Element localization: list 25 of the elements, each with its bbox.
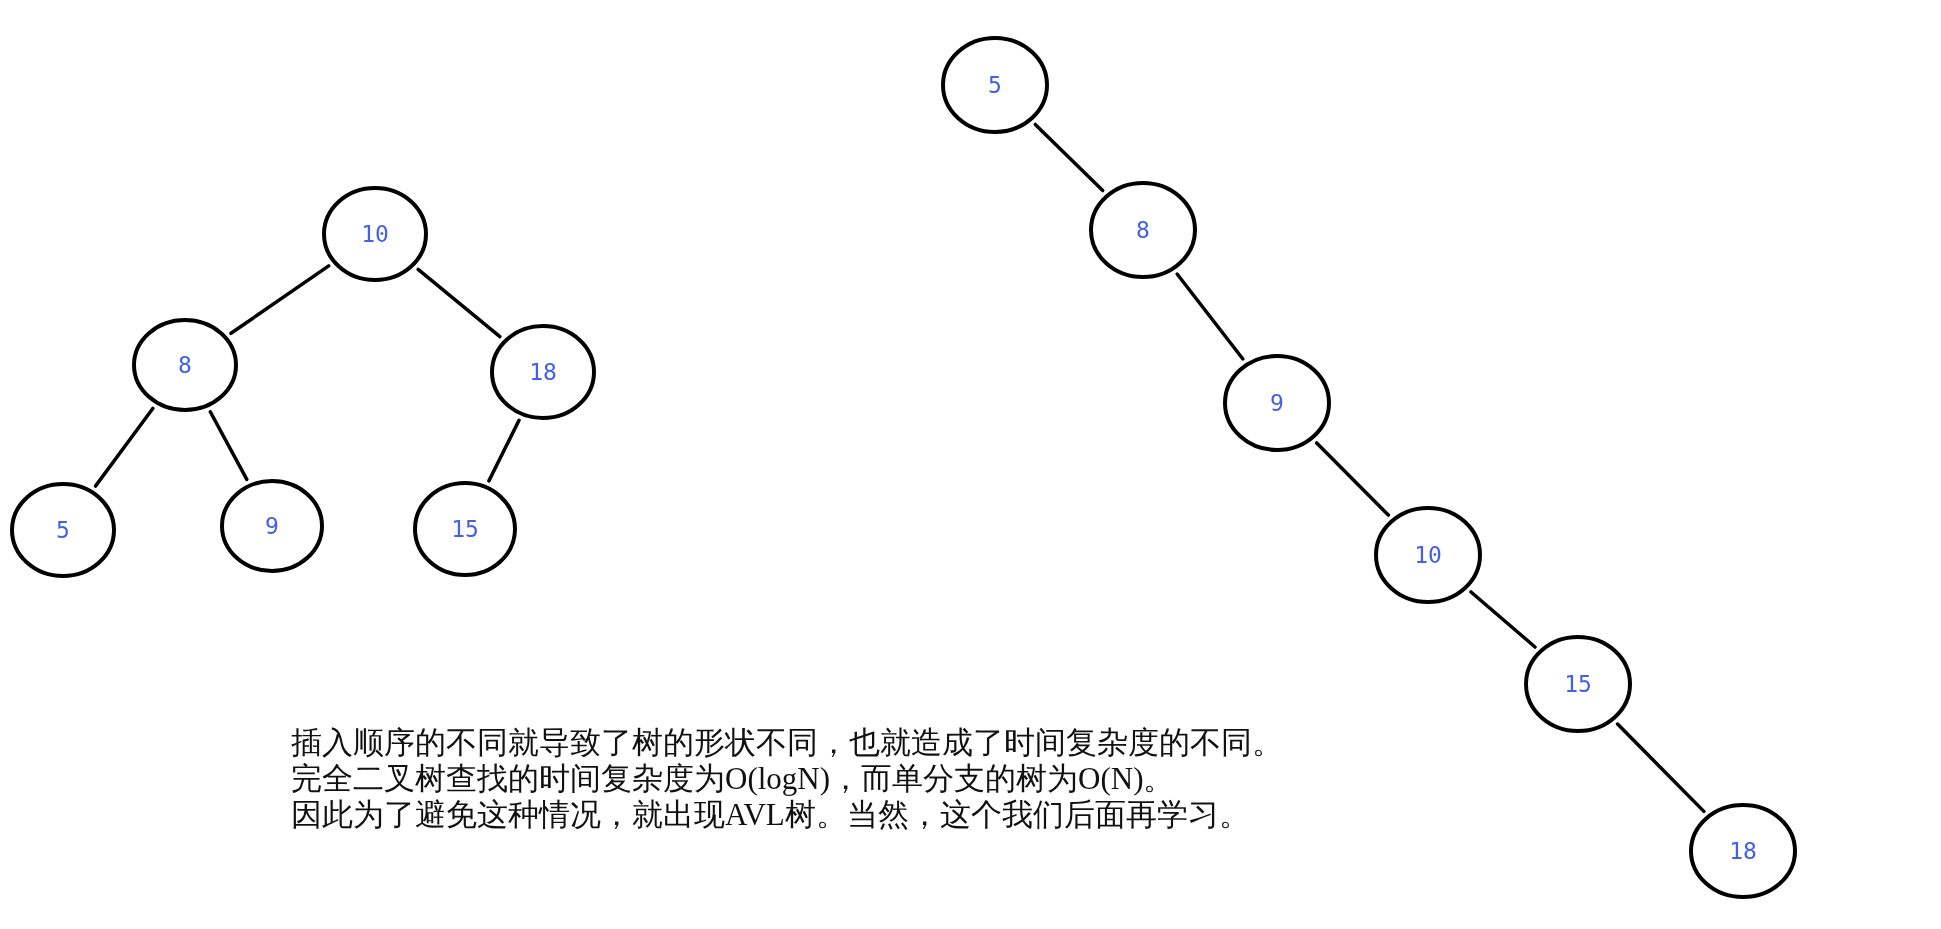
edge-line: [1469, 590, 1537, 649]
edge-line: [1175, 272, 1245, 361]
edge-line: [208, 410, 249, 482]
tree-node: 5: [941, 36, 1049, 134]
note-text: 完全二叉树查找的时间复杂度为O(logN)，而单分支的树为O(N)。: [291, 761, 1175, 797]
tree-node: 10: [1374, 506, 1482, 604]
edge-line: [1033, 122, 1105, 193]
edge-line: [487, 418, 521, 483]
edge-line: [93, 406, 155, 488]
tree-node: 8: [132, 318, 238, 412]
note-text: 插入顺序的不同就导致了树的形状不同，也就造成了时间复杂度的不同。: [291, 725, 1283, 761]
tree-node: 18: [1689, 803, 1797, 899]
tree-node: 10: [322, 186, 428, 282]
edge-line: [1615, 722, 1706, 814]
edge-line: [1314, 441, 1391, 517]
tree-node: 8: [1089, 181, 1197, 279]
note-text: 因此为了避免这种情况，就出现AVL树。当然，这个我们后面再学习。: [291, 797, 1250, 833]
edge-line: [416, 267, 502, 339]
tree-node: 15: [413, 481, 517, 577]
tree-node: 9: [1223, 354, 1331, 452]
tree-node: 15: [1524, 635, 1632, 733]
edge-line: [229, 264, 331, 336]
tree-node: 18: [490, 324, 596, 420]
tree-node: 5: [10, 482, 116, 578]
tree-node: 9: [220, 479, 324, 573]
